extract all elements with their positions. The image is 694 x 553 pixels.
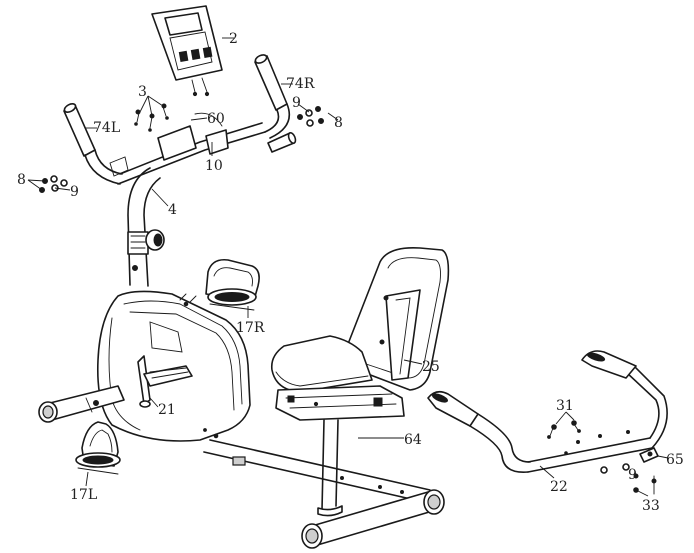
label-nut-right: 8 [334, 115, 343, 131]
label-bolts-top: 3 [138, 84, 147, 100]
bolts-rear [547, 411, 581, 439]
fasteners-left [27, 175, 71, 193]
label-pedal-left: 17L [70, 487, 97, 503]
bolts-top [134, 95, 169, 132]
label-rail: 64 [404, 432, 422, 448]
leader-seat [403, 359, 423, 365]
fasteners-rear [600, 463, 657, 497]
main-frame-body [38, 290, 445, 549]
handlebar-post [127, 167, 165, 287]
label-clip: 65 [666, 452, 684, 468]
leader-bracket [190, 117, 208, 121]
label-handlebar-right: 74R [286, 76, 315, 92]
label-crank: 21 [158, 402, 176, 418]
label-rear-handlebar: 22 [550, 479, 568, 495]
label-seat: 25 [422, 359, 440, 375]
label-screw-rear: 33 [642, 498, 660, 514]
label-washer-right: 9 [292, 95, 301, 111]
rear-handlebar [427, 350, 668, 473]
label-handlebar-left: 74L [93, 120, 120, 136]
label-plate: 10 [205, 158, 223, 174]
fasteners-right [297, 103, 339, 127]
label-washer-left: 9 [70, 184, 79, 200]
label-console: 2 [229, 31, 238, 47]
label-bolts-rear: 31 [556, 398, 574, 414]
front-handlebar [63, 54, 297, 185]
label-pedal-right: 17R [236, 320, 265, 336]
label-bracket: 60 [207, 111, 225, 127]
leader-pedal-left [85, 471, 89, 487]
pedal-left [75, 421, 121, 475]
leader-crank [149, 397, 159, 408]
leader-rear-handlebar [539, 465, 555, 479]
label-nut-left: 8 [17, 172, 26, 188]
leader-clip [657, 455, 669, 459]
label-washer-rear: 9 [628, 467, 637, 483]
pedal-right [205, 258, 260, 311]
console-part [151, 5, 223, 97]
label-post: 4 [168, 202, 177, 218]
leader-post [151, 188, 169, 207]
seat-assembly [270, 246, 450, 517]
